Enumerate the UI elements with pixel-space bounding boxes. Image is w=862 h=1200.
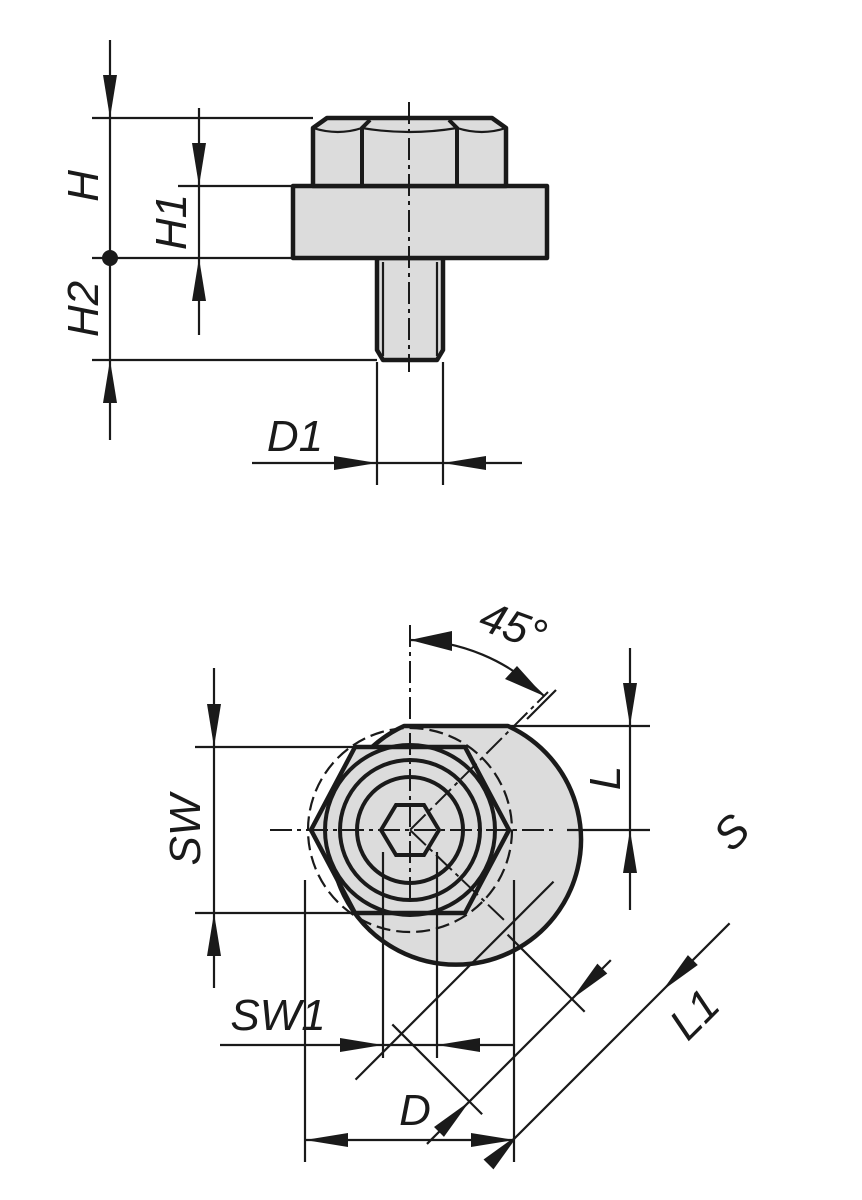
- label-SW: SW: [161, 791, 210, 865]
- label-L1: L1: [660, 980, 729, 1049]
- label-L: L: [581, 766, 630, 790]
- label-SW1: SW1: [230, 991, 325, 1040]
- hex-socket: [378, 803, 442, 857]
- side-view: H H1 H2 D1: [59, 40, 550, 485]
- label-D1: D1: [267, 412, 323, 461]
- datum-point: [102, 250, 118, 266]
- label-H2: H2: [59, 281, 108, 337]
- label-45-degrees: 45°: [473, 592, 552, 661]
- label-H: H: [59, 170, 108, 202]
- top-view: 45° L SW SW1 D: [161, 592, 759, 1170]
- flange: [290, 183, 550, 261]
- label-S: S: [704, 805, 759, 860]
- label-D: D: [399, 1086, 431, 1135]
- label-H1: H1: [147, 194, 196, 250]
